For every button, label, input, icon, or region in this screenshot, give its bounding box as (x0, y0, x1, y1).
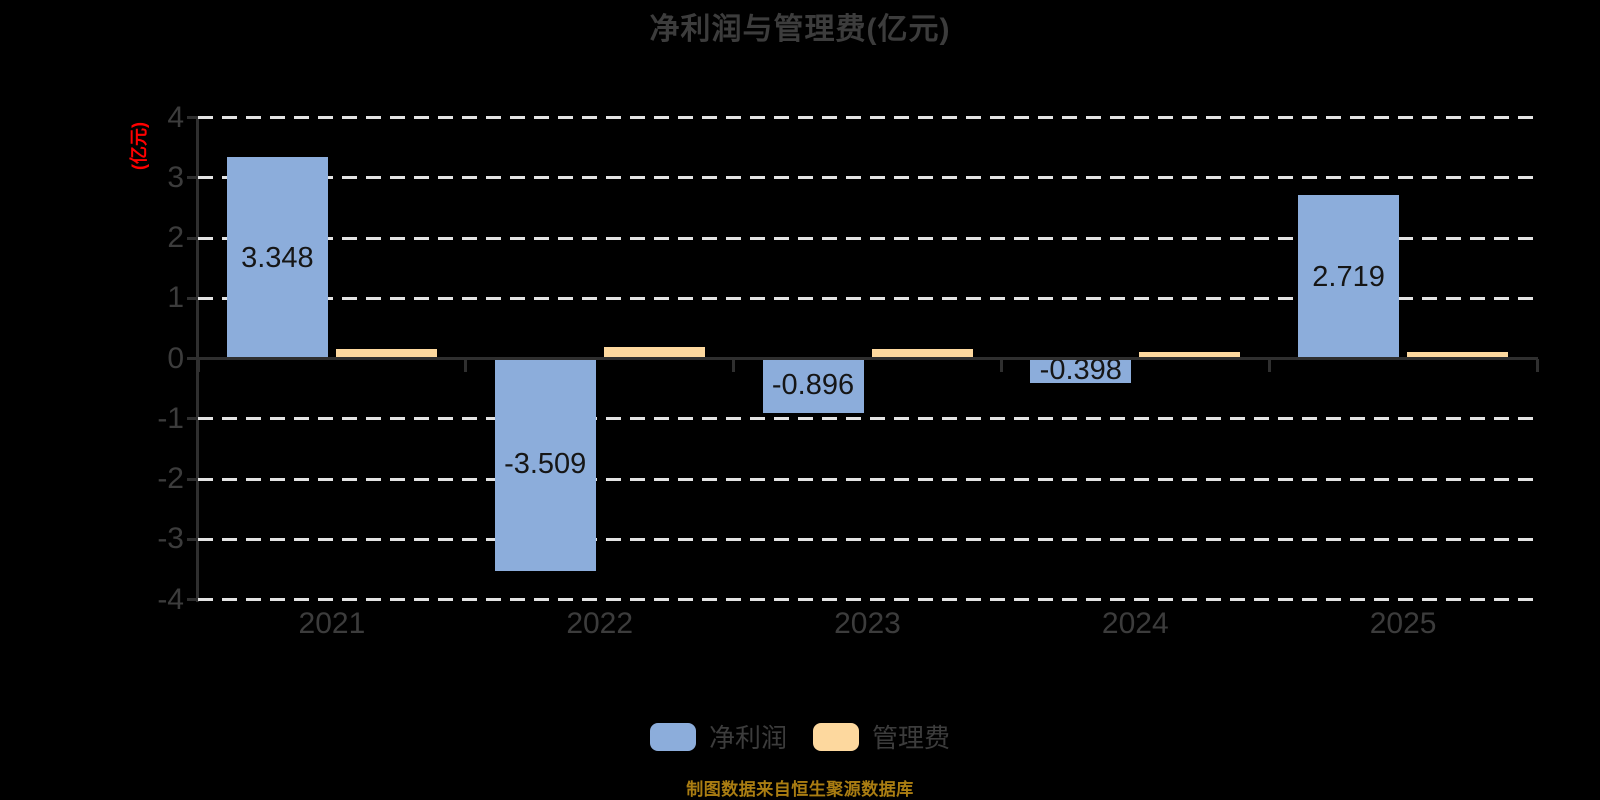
bar-mgmt-fee-2025 (1407, 352, 1509, 359)
x-axis-label-2023: 2023 (834, 607, 901, 640)
bar-mgmt-fee-2021 (335, 348, 437, 359)
chart-title: 净利润与管理费(亿元) (649, 13, 951, 46)
y-axis-tick (187, 417, 198, 421)
bar-value-label-2024: -0.398 (1039, 354, 1122, 387)
y-axis-tick-label: -4 (157, 582, 184, 616)
bar-mgmt-fee-2024 (1139, 351, 1241, 359)
y-axis-tick-label: 3 (167, 160, 184, 194)
bar-net-profit-2023 (762, 359, 864, 414)
y-axis-tick (187, 176, 198, 180)
x-axis-label-2021: 2021 (298, 607, 366, 640)
gridline-1 (198, 296, 1537, 300)
bar-value-label-2025: 2.719 (1312, 260, 1385, 293)
y-axis-tick-label: -1 (157, 401, 184, 435)
x-axis-tick (1267, 358, 1271, 372)
y-axis-tick-label: 1 (167, 281, 184, 315)
y-axis-tick (187, 477, 198, 481)
x-axis-label-2025: 2025 (1369, 607, 1437, 640)
bar-value-label-2021: 3.348 (241, 241, 314, 274)
bar-value-label-2023: -0.896 (771, 369, 855, 402)
x-axis-label-2024: 2024 (1101, 607, 1169, 640)
gridline-3 (198, 176, 1537, 180)
legend-label-mgmt-fee: 管理费 (872, 723, 951, 753)
gridline--1 (198, 417, 1537, 421)
bar-net-profit-2022 (494, 359, 596, 571)
y-axis-tick-label: 2 (167, 221, 184, 254)
gridline-4 (198, 116, 1537, 119)
x-axis-label-2022: 2022 (566, 607, 634, 640)
y-axis-tick-label: -2 (157, 462, 184, 495)
y-axis-tick (187, 357, 198, 360)
gridline--3 (198, 537, 1537, 541)
y-axis-tick-label: -3 (157, 522, 184, 556)
gridline-2 (198, 236, 1537, 240)
x-axis-tick (999, 358, 1003, 372)
y-axis-tick (187, 116, 198, 119)
y-axis-tick (187, 598, 198, 601)
x-axis-tick (732, 358, 736, 372)
y-axis-tick (187, 537, 198, 541)
y-axis-tick-label: 4 (167, 100, 184, 134)
legend-swatch-net-profit (649, 722, 696, 751)
legend: 净利润 管理费 (0, 718, 1600, 755)
x-axis-tick (196, 358, 200, 372)
bar-mgmt-fee-2022 (603, 347, 705, 359)
data-source-note: 制图数据来自恒生聚源数据库 (686, 780, 914, 799)
gridline--2 (198, 477, 1537, 481)
bar-net-profit-2024 (1030, 359, 1132, 384)
bar-net-profit-2021 (226, 156, 328, 359)
bar-value-label-2022: -3.509 (504, 448, 587, 481)
legend-item-mgmt-fee[interactable]: 管理费 (813, 718, 950, 755)
y-axis-tick (187, 296, 198, 300)
bar-net-profit-2025 (1298, 194, 1400, 359)
legend-label-net-profit: 净利润 (708, 723, 787, 753)
y-axis-tick (187, 236, 198, 240)
legend-swatch-mgmt-fee (813, 722, 859, 751)
x-axis-tick (1535, 358, 1539, 372)
x-axis-line (198, 357, 1538, 360)
y-axis-tick-label: 0 (167, 341, 184, 375)
x-axis-tick (464, 358, 468, 372)
legend-item-net-profit[interactable]: 净利润 (649, 718, 787, 755)
gridline--4 (198, 598, 1537, 601)
bar-mgmt-fee-2023 (871, 349, 973, 359)
